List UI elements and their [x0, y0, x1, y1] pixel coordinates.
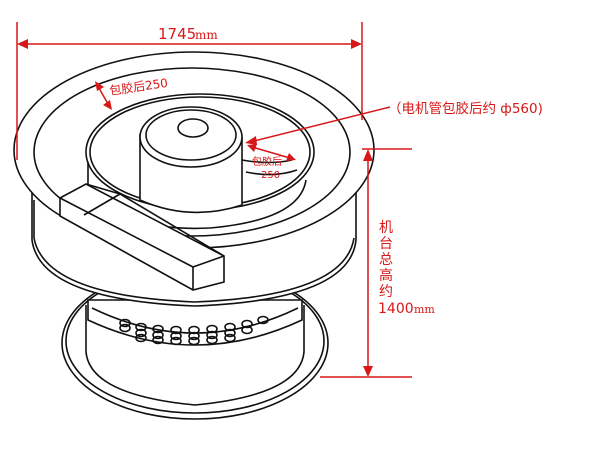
height-label-char-5: 约 — [379, 284, 393, 300]
height-value: 1400 — [378, 301, 414, 317]
hub-cap — [177, 118, 209, 138]
width-value: 1745 — [158, 25, 196, 43]
height-unit: mm — [414, 303, 435, 316]
spring-ring — [87, 299, 303, 346]
height-label-char-2: 台 — [379, 236, 393, 252]
motor-tube-note: （电机管包胶后约 ф560) — [388, 100, 543, 117]
spring-icons — [119, 315, 269, 346]
motor-tube-callout: （电机管包胶后约 ф560) — [245, 100, 543, 145]
center-hub — [139, 106, 298, 214]
width-unit: mm — [195, 28, 218, 42]
inner-track-label-2: 250 — [261, 170, 280, 181]
inner-track-label-1: 包胶后 — [252, 155, 282, 168]
height-dimension: 机 台 总 高 约 1400 mm — [320, 148, 435, 378]
outlet-chute — [59, 183, 225, 291]
height-label-char-3: 总 — [379, 252, 393, 268]
inner-track-dimension: 包胶后 250 — [247, 144, 296, 181]
height-label-char-1: 机 — [379, 220, 393, 236]
width-dimension: 1745 mm — [16, 22, 363, 160]
height-label-char-4: 高 — [379, 267, 393, 284]
